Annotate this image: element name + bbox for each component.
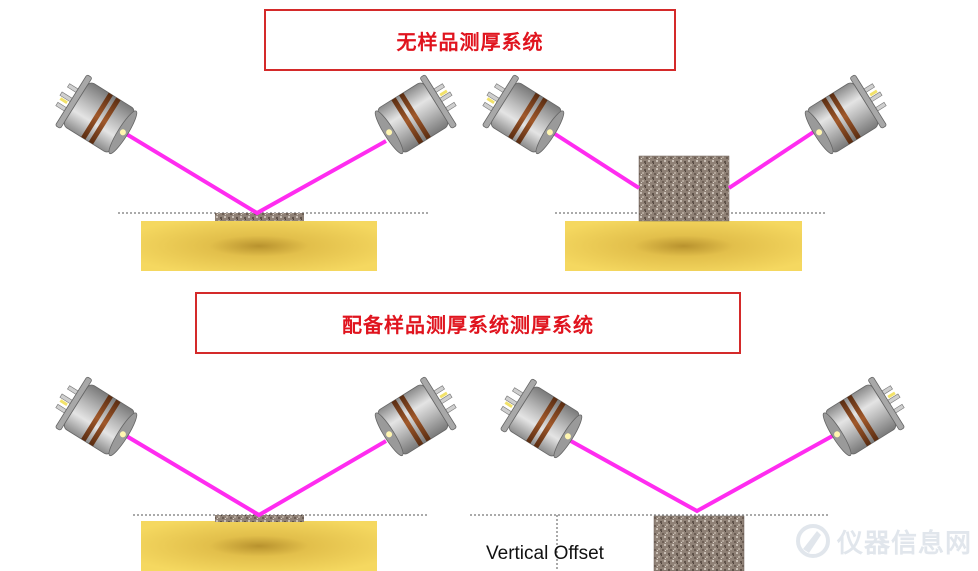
laser-beam <box>568 432 837 514</box>
watermark-logo-icon <box>796 524 830 558</box>
sample-block <box>653 515 745 571</box>
laser-beam <box>121 130 387 216</box>
base-plate <box>565 221 802 271</box>
laser-sensor-icon <box>44 67 144 161</box>
sample-edge <box>215 515 304 522</box>
title-box-with-sample: 配备样品测厚系统测厚系统 <box>195 292 741 354</box>
laser-sensor-icon <box>44 369 144 463</box>
title-no-sample: 无样品测厚系统 <box>396 29 544 54</box>
watermark: 仪器信息网 <box>795 516 975 566</box>
laser-beam <box>553 132 641 190</box>
laser-sensor-icon <box>816 369 916 463</box>
laser-beam <box>727 129 817 190</box>
laser-sensor-icon <box>368 369 468 463</box>
title-with-sample: 配备样品测厚系统测厚系统 <box>342 312 594 337</box>
base-plate <box>141 221 377 271</box>
watermark-text: 仪器信息网 <box>837 528 973 559</box>
sample-edge <box>215 213 304 221</box>
laser-sensor-icon <box>489 371 589 465</box>
base-plate <box>141 521 377 571</box>
sample-block <box>638 155 730 222</box>
laser-sensor-icon <box>368 67 468 161</box>
laser-sensor-icon <box>798 67 898 161</box>
laser-beam <box>121 432 388 518</box>
laser-sensor-icon <box>471 67 571 161</box>
title-box-no-sample: 无样品测厚系统 <box>264 9 676 71</box>
vertical-offset-label: Vertical Offset <box>486 543 604 564</box>
